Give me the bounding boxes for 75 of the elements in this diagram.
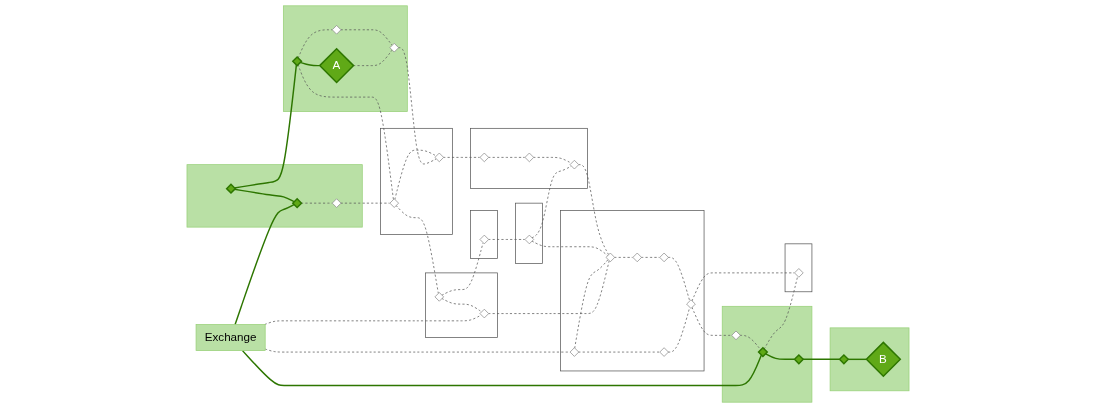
connector <box>764 352 795 361</box>
connector <box>763 276 798 350</box>
cluster <box>425 272 498 338</box>
connector <box>233 188 295 203</box>
cluster <box>560 210 705 372</box>
node-diamond <box>569 159 580 170</box>
node-diamond <box>659 252 669 263</box>
connector <box>531 165 572 239</box>
connector <box>847 358 867 361</box>
node-diamond <box>524 234 535 245</box>
node-diamond <box>605 252 616 263</box>
connector <box>487 260 610 314</box>
connector <box>802 358 840 361</box>
connector <box>264 348 571 353</box>
connector <box>241 349 762 387</box>
node-diamond <box>793 353 805 365</box>
connector <box>297 29 333 59</box>
connector <box>395 205 439 294</box>
connector <box>299 61 321 67</box>
connector <box>614 257 633 258</box>
connector <box>441 298 482 313</box>
node-diamond <box>794 268 804 278</box>
node-diamond <box>479 308 490 319</box>
node-diamond: A <box>318 47 355 84</box>
cluster <box>380 127 453 235</box>
node-diamond <box>331 25 342 35</box>
connector <box>340 29 393 46</box>
cluster <box>784 243 813 293</box>
connector <box>531 240 608 256</box>
cluster <box>721 305 813 403</box>
node-diamond: B <box>865 341 902 378</box>
connector <box>691 272 795 302</box>
node-diamond <box>389 42 399 53</box>
cluster <box>283 5 408 112</box>
connector <box>739 335 761 350</box>
connector <box>234 203 295 326</box>
connector <box>352 49 393 66</box>
node-diamond <box>524 152 535 163</box>
node-diamond <box>331 198 342 208</box>
node-diamond <box>291 55 303 67</box>
connector <box>533 157 572 164</box>
connector <box>487 239 525 240</box>
node-diamond <box>659 347 669 357</box>
cluster <box>470 127 588 189</box>
node-diamond <box>569 347 580 357</box>
connector <box>394 149 437 201</box>
node-diamond <box>686 299 696 309</box>
node-diamond <box>757 346 769 358</box>
connector <box>397 47 437 165</box>
node-diamond <box>434 292 444 302</box>
node-diamond <box>291 197 303 209</box>
connector <box>667 307 691 353</box>
node-diamond <box>434 152 444 163</box>
connector <box>441 242 484 296</box>
node-diamond <box>479 234 490 245</box>
connector <box>300 202 333 204</box>
cluster <box>186 164 363 228</box>
cluster <box>829 327 910 392</box>
connector <box>264 314 482 325</box>
cluster <box>470 210 498 259</box>
connector <box>574 259 609 349</box>
node-diamond <box>225 183 237 194</box>
node-diamond <box>479 152 490 163</box>
node-diamond <box>632 252 642 263</box>
node-diamond <box>389 198 399 208</box>
connector <box>487 157 525 158</box>
node-diamond <box>731 330 741 341</box>
cluster <box>515 202 543 264</box>
connector <box>578 164 609 255</box>
connector <box>691 306 732 336</box>
connector <box>578 351 660 353</box>
connector <box>667 257 690 302</box>
node-diamond <box>838 353 850 365</box>
node-box: Exchange <box>195 324 266 351</box>
connector <box>233 64 298 189</box>
